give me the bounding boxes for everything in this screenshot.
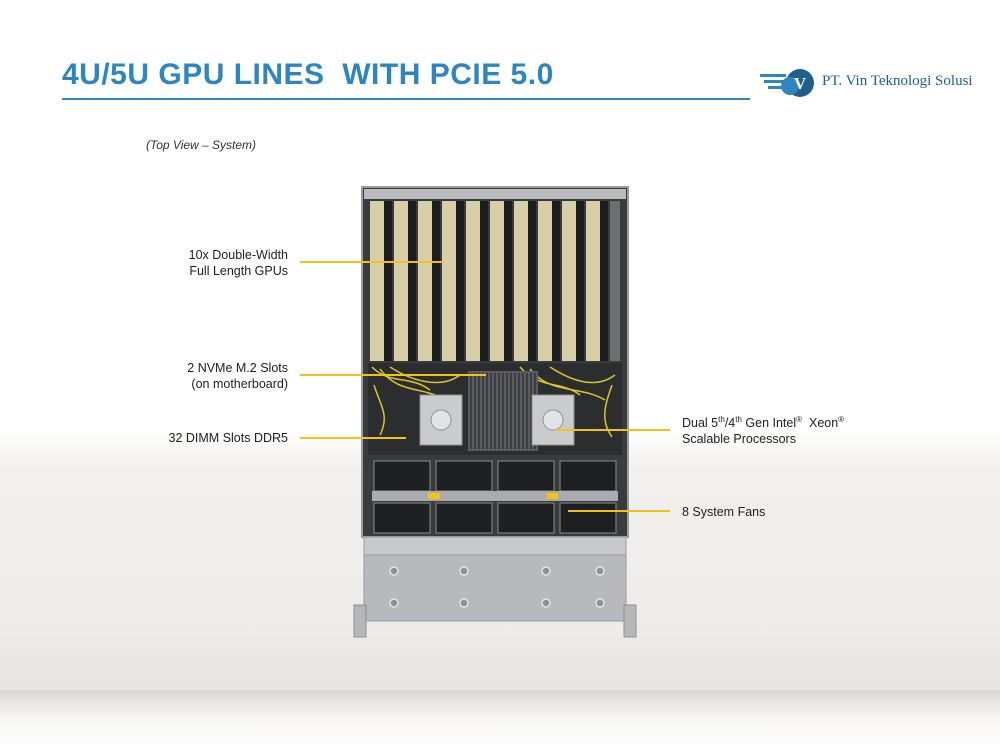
title-underline [62, 98, 750, 100]
gpu-cards [370, 201, 620, 361]
system-fans [372, 460, 618, 534]
callout-cpu-line1: Dual 5th/4th Gen Intel® Xeon® [682, 414, 845, 430]
leader-fans [568, 510, 670, 512]
figure-caption: (Top View – System) [146, 138, 257, 152]
callout-nvme-line1: 2 NVMe M.2 Slots [187, 361, 288, 375]
server-top-view [353, 186, 637, 638]
callout-nvme-line2: (on motherboard) [191, 377, 288, 391]
leader-gpus [300, 261, 444, 263]
leader-nvme [300, 374, 486, 376]
callout-gpus-line2: Full Length GPUs [189, 264, 288, 278]
callout-nvme: 2 NVMe M.2 Slots (on motherboard) [100, 360, 288, 392]
company-name: PT. Vin Teknologi Solusi [822, 73, 973, 89]
dimm-slots [468, 371, 538, 451]
page-title: 4U/5U GPU LINES WITH PCIE 5.0 [62, 58, 554, 91]
cpu-heatsinks [419, 394, 575, 446]
company-logo: V PT. Vin Teknologi Solusi [760, 66, 990, 98]
chassis-screws [389, 566, 605, 608]
callout-gpus: 10x Double-Width Full Length GPUs [120, 247, 288, 279]
leader-dimm [300, 437, 406, 439]
leader-cpu [556, 429, 670, 431]
callout-gpus-line1: 10x Double-Width [188, 248, 288, 262]
callout-cpu-line2: Scalable Processors [682, 432, 796, 446]
background-shadow [0, 690, 1000, 720]
callout-dimm-line1: 32 DIMM Slots DDR5 [168, 431, 288, 445]
callout-cpu: Dual 5th/4th Gen Intel® Xeon® Scalable P… [682, 415, 902, 447]
callout-dimm: 32 DIMM Slots DDR5 [100, 430, 288, 446]
callout-fans-line1: 8 System Fans [682, 505, 766, 519]
logo-letter: V [794, 74, 807, 93]
cloud-v-logo-icon: V [760, 69, 814, 97]
callout-fans: 8 System Fans [682, 504, 882, 520]
